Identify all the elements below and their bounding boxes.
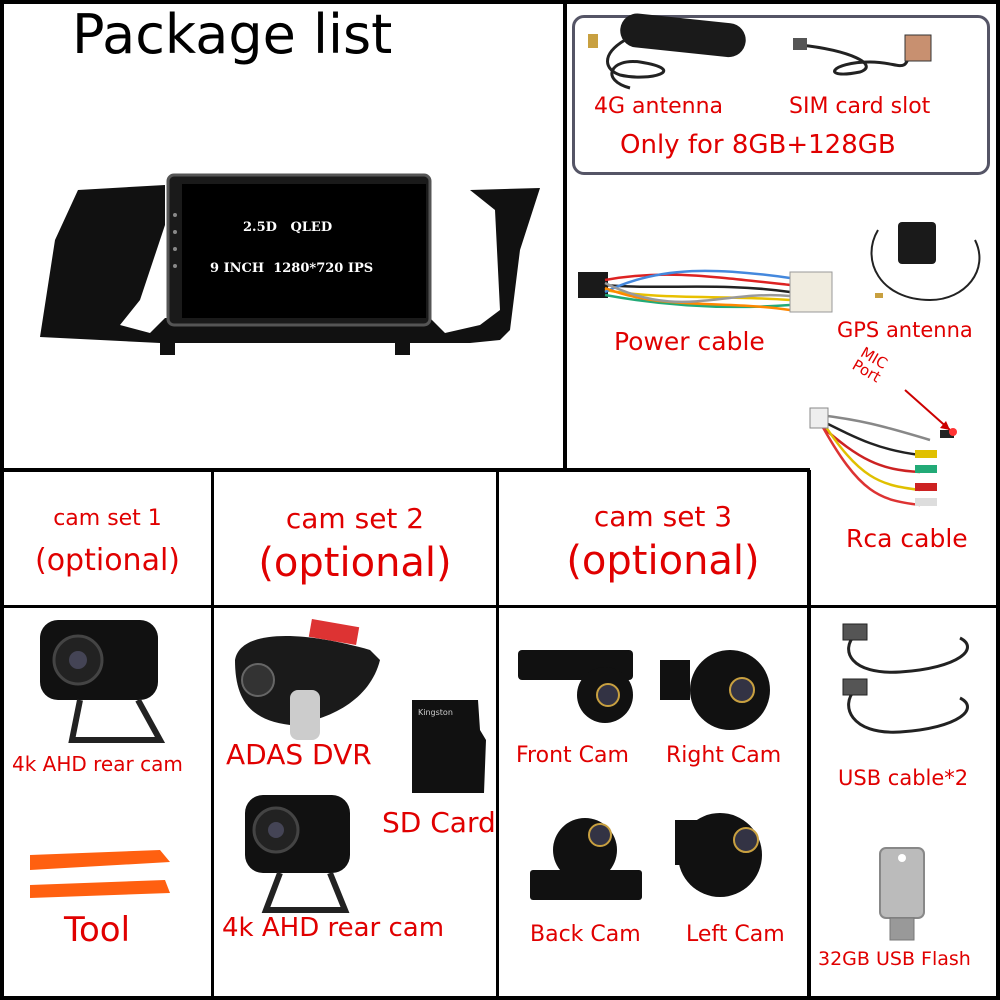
cam-set-2-title: cam set 2: [285, 502, 425, 535]
label-4g-antenna: 4G antenna: [594, 94, 723, 119]
cam-set-1-optional: (optional): [35, 543, 180, 578]
outer-border-left: [0, 0, 4, 1000]
label-usb-flash: 32GB USB Flash: [818, 948, 971, 970]
screen-spec-line-2: 9 INCH 1280*720 IPS: [210, 261, 373, 276]
label-power-cable: Power cable: [614, 327, 765, 356]
cam-set-3-optional: (optional): [566, 538, 760, 584]
label-rca-cable: Rca cable: [846, 524, 968, 553]
divider-low-horizontal: [0, 605, 1000, 608]
cam-set-2-optional: (optional): [258, 540, 452, 586]
cam-set-3-title: cam set 3: [593, 500, 733, 533]
label-usb-cable: USB cable*2: [838, 766, 969, 790]
outer-border-right: [996, 0, 1000, 1000]
outer-border-top: [0, 0, 1000, 4]
cam-set-1-title: cam set 1: [53, 506, 162, 531]
screen-spec-line-1: 2.5D QLED: [243, 220, 332, 235]
label-tool: Tool: [64, 910, 131, 950]
page-title: Package list: [72, 3, 393, 66]
label-sim-card-slot: SIM card slot: [789, 94, 931, 119]
label-front-cam: Front Cam: [516, 743, 629, 768]
label-gps-antenna: GPS antenna: [837, 318, 973, 342]
label-rear-cam-set-1: 4k AHD rear cam: [12, 752, 183, 776]
label-adas-dvr: ADAS DVR: [226, 738, 372, 771]
highlight-box-8gb: [572, 15, 990, 175]
svg-text:Kingston: Kingston: [418, 708, 453, 717]
divider-camset2: [496, 470, 499, 1000]
label-right-cam: Right Cam: [666, 743, 782, 768]
label-back-cam: Back Cam: [530, 922, 641, 947]
label-left-cam: Left Cam: [686, 922, 785, 947]
divider-top-vertical: [563, 0, 567, 470]
divider-mid-horizontal: [0, 468, 810, 472]
label-rear-cam-set-2: 4k AHD rear cam: [222, 913, 445, 943]
outer-border-bottom: [0, 996, 1000, 1000]
divider-camset3: [807, 470, 811, 1000]
divider-camset1: [211, 470, 214, 1000]
label-sd-card: SD Card: [382, 806, 496, 839]
label-only-8gb: Only for 8GB+128GB: [620, 130, 896, 160]
